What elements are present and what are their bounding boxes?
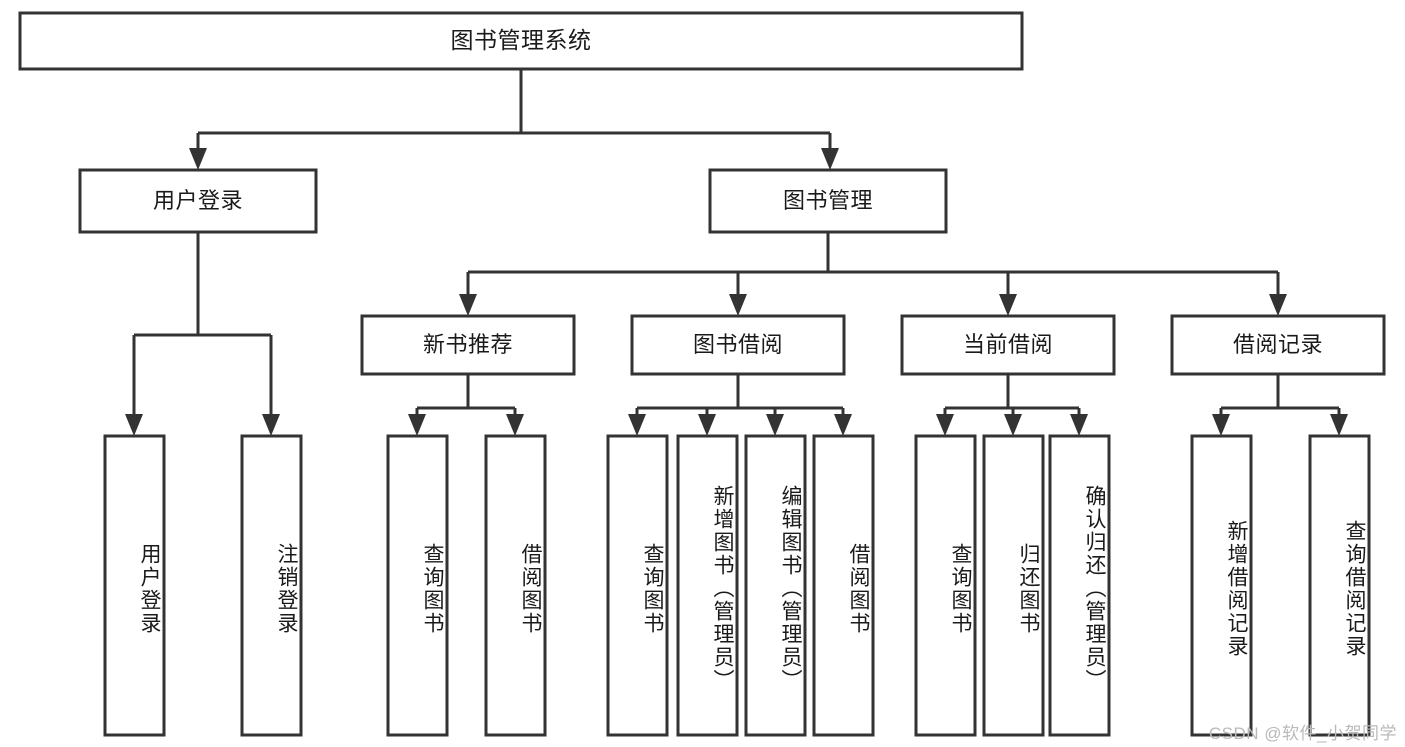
arrow-to-leaf-confirm-return <box>1070 414 1088 436</box>
node-box-root[interactable] <box>18 11 1024 71</box>
node-box-current-borrow[interactable] <box>900 314 1116 376</box>
arrow-to-leaf-query-book-current <box>936 414 954 436</box>
node-box-book-management[interactable] <box>708 168 948 234</box>
node-box-leaf-add-record[interactable] <box>1190 434 1253 737</box>
arrow-to-leaf-query-record <box>1330 414 1348 436</box>
arrow-to-leaf-borrow-book-rec <box>506 414 524 436</box>
connector-borrowrecord-bus <box>1219 374 1341 421</box>
connector-root-bus <box>196 69 832 155</box>
node-box-leaf-return-book[interactable] <box>982 434 1045 737</box>
connector-layer <box>125 69 1348 436</box>
node-box-leaf-query-book-rec[interactable] <box>386 434 449 737</box>
arrow-to-book-borrow <box>729 294 747 316</box>
arrow-to-borrow-record <box>1269 294 1287 316</box>
arrow-to-leaf-logout <box>262 414 280 436</box>
node-box-borrow-record[interactable] <box>1170 314 1386 376</box>
node-box-book-borrow[interactable] <box>630 314 846 376</box>
node-box-leaf-user-login[interactable] <box>103 434 166 737</box>
arrow-to-leaf-add-book <box>698 414 716 436</box>
connector-newbook-bus <box>415 374 517 421</box>
node-box-user-login[interactable] <box>78 168 318 234</box>
node-box-leaf-query-book-current[interactable] <box>914 434 977 737</box>
connector-currentborrow-bus <box>943 374 1081 421</box>
arrow-to-leaf-return-book <box>1004 414 1022 436</box>
connector-userlogin-bus <box>132 232 273 421</box>
node-box-leaf-query-record[interactable] <box>1308 434 1371 737</box>
arrow-to-leaf-query-book-borrow <box>628 414 646 436</box>
arrow-to-book-management <box>821 148 839 170</box>
node-box-leaf-borrow-book[interactable] <box>812 434 875 737</box>
arrow-to-leaf-add-record <box>1212 414 1230 436</box>
node-box-leaf-borrow-book-rec[interactable] <box>484 434 547 737</box>
connector-bookborrow-bus <box>635 374 845 421</box>
node-box-leaf-query-book-borrow[interactable] <box>606 434 669 737</box>
node-box-leaf-edit-book[interactable] <box>744 434 807 737</box>
arrow-to-leaf-borrow-book <box>834 414 852 436</box>
node-box-leaf-confirm-return[interactable] <box>1048 434 1111 737</box>
arrow-to-user-login <box>189 148 207 170</box>
arrow-to-leaf-edit-book <box>766 414 784 436</box>
arrow-to-leaf-query-book-rec <box>408 414 426 436</box>
node-box-leaf-add-book[interactable] <box>676 434 739 737</box>
arrow-to-new-book-recommend <box>459 294 477 316</box>
arrow-to-leaf-user-login <box>125 414 143 436</box>
connector-bookmgmt-bus <box>466 232 1280 301</box>
arrow-to-current-borrow <box>999 294 1017 316</box>
watermark: CSDN @软件_小贺同学 <box>1208 724 1397 743</box>
node-box-new-book-recommend[interactable] <box>360 314 576 376</box>
node-box-layer <box>18 11 1386 737</box>
node-box-leaf-logout[interactable] <box>240 434 303 737</box>
